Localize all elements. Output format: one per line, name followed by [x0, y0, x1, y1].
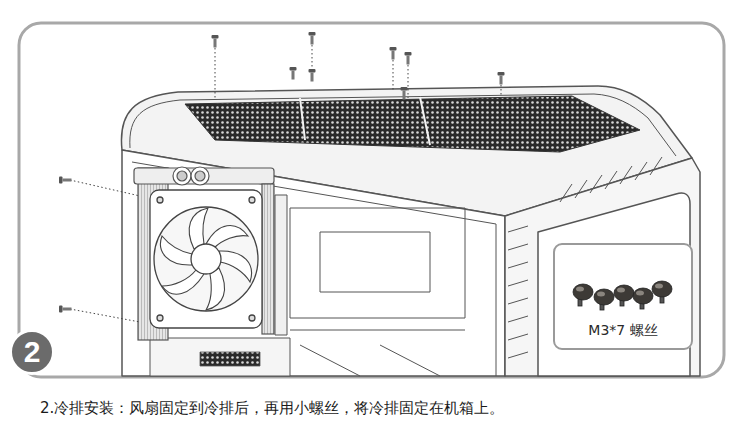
- fan-shape-shape: [160, 236, 192, 265]
- screw-guides-shape: [215, 48, 216, 98]
- case-body-shape: [290, 330, 465, 376]
- inset-panel-shape: [573, 281, 672, 310]
- screw-guides-shape: [393, 60, 394, 92]
- screw-guides-shape: [408, 65, 409, 98]
- screw-guides-shape: [501, 85, 502, 100]
- inset-panel-shape-shape: [614, 285, 634, 301]
- screws: [59, 32, 505, 313]
- case-body-shape-shape: [508, 226, 528, 358]
- inset-panel-shape-shape: [636, 291, 644, 296]
- radiator-shape: [134, 168, 274, 184]
- screws-shape: [212, 35, 219, 48]
- case-body-shape: [300, 97, 430, 145]
- screws-shape: [290, 67, 297, 80]
- outer-frame: [19, 23, 724, 377]
- radiator-shape: [177, 171, 187, 181]
- fan-shape: [150, 190, 262, 328]
- fan-shape-shape: [162, 270, 204, 294]
- case-body: [121, 86, 700, 376]
- case-body-shape: [185, 96, 640, 152]
- inset-panel-shape: [553, 243, 693, 350]
- screws-shape: [59, 306, 72, 313]
- radiator-shape: [262, 184, 274, 334]
- step-number-circle: 2: [9, 329, 55, 375]
- fan-shape-shape: [206, 226, 248, 248]
- fan-shape: [157, 197, 163, 203]
- screw-guides-shape: [70, 180, 140, 196]
- inset-panel-shape-shape: [652, 281, 672, 297]
- case-body-shape: [130, 94, 676, 156]
- inset-panel-shape-shape: [576, 287, 584, 292]
- fan-shape-shape: [219, 251, 252, 282]
- screws-shape: [390, 47, 397, 60]
- screw-guides-shape: [70, 309, 140, 322]
- inset-panel-shape-shape: [633, 288, 653, 304]
- radiator-shape: [191, 167, 209, 185]
- case-body-shape: [505, 158, 700, 376]
- inset-panel-shape-shape: [597, 292, 605, 297]
- screws-shape: [401, 87, 408, 100]
- case-body-shape: [150, 338, 290, 376]
- inset-panel-shape-shape: [573, 284, 593, 300]
- inset-panel-shape-shape: [594, 289, 614, 305]
- screw-inset-box: M3*7 螺丝: [553, 243, 693, 350]
- case-body-shape-shape: [560, 157, 662, 202]
- case-body-shape: [122, 150, 505, 376]
- fan-shape: [160, 208, 251, 310]
- screws-shape: [309, 32, 316, 45]
- screws-shape: [59, 177, 72, 184]
- inset-panel-shape-shape: [617, 288, 625, 293]
- fan-shape: [191, 244, 221, 274]
- inset-panel-shape-shape: [655, 284, 663, 289]
- screws-shape: [405, 52, 412, 65]
- fan-shape: [249, 197, 255, 203]
- fan-shape: [249, 315, 255, 321]
- case-body-shape: [200, 352, 260, 366]
- screws-shape: [498, 72, 505, 85]
- screws-shape: [309, 69, 316, 82]
- inset-panel: [553, 243, 693, 350]
- fan-shape: [157, 315, 163, 321]
- screw-guides: [70, 45, 501, 322]
- callout-number: 2: [24, 337, 41, 367]
- fan: [150, 190, 262, 328]
- radiator: [134, 167, 274, 340]
- fan-shape: [154, 207, 258, 311]
- radiator-shape: [195, 171, 205, 181]
- case-body-shape: [275, 195, 287, 335]
- fan-shape-shape: [189, 208, 208, 249]
- part-label: M3*7 螺丝: [588, 322, 657, 340]
- case-body-shape: [320, 232, 430, 292]
- case-body-shape: [290, 208, 465, 318]
- radiator-shape: [173, 167, 191, 185]
- case-body-shape: [132, 162, 496, 376]
- outer-frame-shape: [19, 23, 724, 377]
- caption: 2.冷排安装：风扇固定到冷排后，再用小螺丝，将冷排固定在机箱上。: [40, 399, 504, 418]
